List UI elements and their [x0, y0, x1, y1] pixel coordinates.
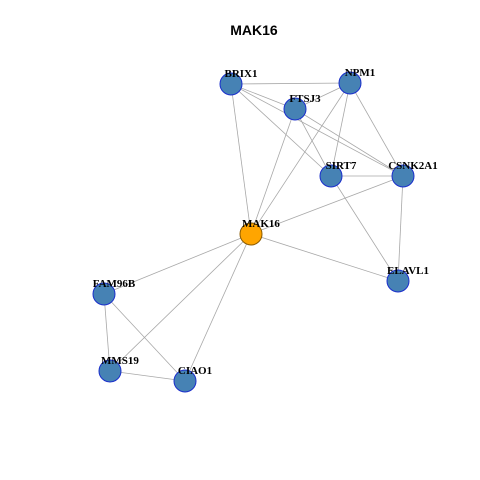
- node-label: CSNK2A1: [388, 160, 438, 172]
- node-circle: [338, 71, 362, 95]
- edge-npm1-sirt7: [330, 82, 351, 177]
- edge-brix1-sirt7: [230, 83, 332, 177]
- node-circle: [219, 72, 243, 96]
- edge-npm1-csnk2a1: [349, 82, 404, 177]
- node-ftsj3: FTSJ3: [283, 93, 321, 121]
- node-circle: [391, 164, 415, 188]
- node-label: CIAO1: [178, 365, 212, 377]
- node-circle: [239, 222, 263, 246]
- edge-npm1-mak16: [250, 82, 351, 235]
- node-label: MAK16: [242, 218, 280, 230]
- edge-mak16-fam96b: [103, 233, 252, 295]
- node-circle: [92, 282, 116, 306]
- edge-ftsj3-sirt7: [294, 108, 332, 177]
- edge-mak16-ciao1: [184, 233, 252, 382]
- edge-fam96b-ciao1: [103, 293, 186, 382]
- node-mak16: MAK16: [239, 218, 280, 246]
- edge-mms19-ciao1: [109, 370, 186, 382]
- node-mms19: MMS19: [98, 355, 139, 383]
- edge-ftsj3-mak16: [250, 108, 296, 235]
- edge-brix1-mak16: [230, 83, 252, 235]
- edge-csnk2a1-mak16: [250, 175, 404, 235]
- node-label: FAM96B: [93, 278, 136, 290]
- node-label: FTSJ3: [289, 93, 321, 105]
- node-circle: [98, 359, 122, 383]
- node-label: ELAVL1: [387, 265, 429, 277]
- node-fam96b: FAM96B: [92, 278, 136, 306]
- node-csnk2a1: CSNK2A1: [388, 160, 438, 188]
- graph-title: MAK16: [230, 22, 278, 38]
- node-elavl1: ELAVL1: [386, 265, 429, 293]
- edge-csnk2a1-elavl1: [397, 175, 404, 282]
- edge-mak16-elavl1: [250, 233, 399, 282]
- edge-sirt7-elavl1: [330, 175, 399, 282]
- edge-ftsj3-csnk2a1: [294, 108, 404, 177]
- node-circle: [319, 164, 343, 188]
- node-label: BRIX1: [224, 68, 257, 80]
- node-sirt7: SIRT7: [319, 160, 357, 188]
- node-circle: [173, 369, 197, 393]
- edge-mak16-mms19: [109, 233, 252, 372]
- edge-fam96b-mms19: [103, 293, 111, 372]
- node-circle: [386, 269, 410, 293]
- node-circle: [283, 97, 307, 121]
- edge-brix1-npm1: [230, 82, 351, 85]
- node-ciao1: CIAO1: [173, 365, 212, 393]
- node-label: NPM1: [345, 67, 376, 79]
- edge-brix1-csnk2a1: [230, 83, 404, 177]
- node-label: SIRT7: [326, 160, 357, 172]
- node-brix1: BRIX1: [219, 68, 258, 96]
- node-npm1: NPM1: [338, 67, 376, 95]
- node-label: MMS19: [101, 355, 139, 367]
